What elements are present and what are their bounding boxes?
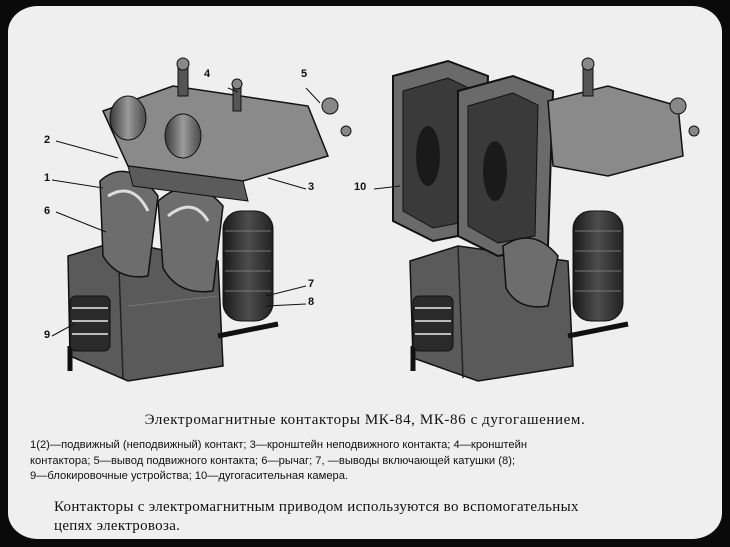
legend-line: контактора; 5—вывод подвижного контакта;… xyxy=(30,454,516,467)
left-contactor xyxy=(67,57,352,382)
callout-2: 2 xyxy=(44,134,51,146)
callout-8: 8 xyxy=(308,296,315,308)
caption-legend: 1(2)—подвижный (неподвижный) контакт; 3—… xyxy=(30,438,710,485)
right-leader-line xyxy=(373,185,401,190)
legend-line: 1(2)—подвижный (неподвижный) контакт; 3—… xyxy=(30,439,528,451)
callout-6: 6 xyxy=(44,205,51,217)
caption-title: Электромагнитные контакторы МК-84, МК-86… xyxy=(144,412,586,428)
note-line: цепях электровоза. xyxy=(54,518,181,534)
callout-4: 4 xyxy=(204,68,211,80)
contactor-drawing xyxy=(51,57,700,382)
callout-3: 3 xyxy=(308,181,315,193)
callout-7: 7 xyxy=(308,278,315,290)
callout-9: 9 xyxy=(44,329,51,341)
note-line: Контакторы с электромагнитным приводом и… xyxy=(54,499,579,515)
caption-note: Контакторы с электромагнитным приводом и… xyxy=(54,498,714,536)
left-leader-lines xyxy=(51,87,321,337)
slide: 4 5 2 1 3 10 6 7 8 9 Электромагнитные ко… xyxy=(8,6,722,539)
legend-line: 9—блокировочные устройства; 10—дугогасит… xyxy=(30,470,349,482)
callout-5: 5 xyxy=(301,68,308,80)
callout-10: 10 xyxy=(354,181,367,193)
right-contactor xyxy=(392,57,700,382)
callout-1: 1 xyxy=(44,172,51,184)
